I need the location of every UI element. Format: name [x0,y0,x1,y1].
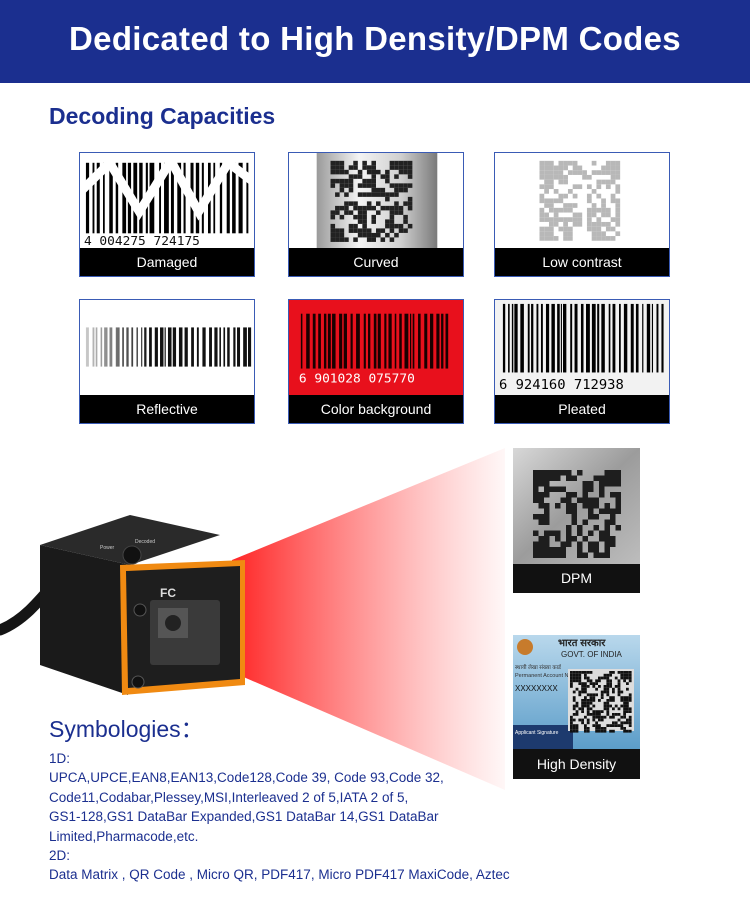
symbologies-1d-list: UPCA,UPCE,EAN8,EAN13,Code128,Code 39, Co… [49,768,444,846]
symbologies-2d-list: Data Matrix , QR Code , Micro QR, PDF417… [49,867,510,882]
card-line1: स्थायी लेखा संख्या कार्ड [515,664,562,671]
symbologies-1d-label: 1D: [49,751,71,766]
tile-damaged: 4 004275 724175 Damaged [79,152,255,277]
id-card-image: भारत सरकार GOVT. OF INDIA स्थायी लेखा सं… [513,635,640,749]
caption-curved: Curved [289,248,463,276]
caption-low-contrast: Low contrast [495,248,669,276]
decoding-capacities-title: Decoding Capacities [49,103,276,129]
device-label-power: Power [100,545,115,551]
caption-pleated: Pleated [495,395,669,423]
card-header-hindi: भारत सरकार [558,638,606,649]
symbologies-1d-line: GS1-128,GS1 DataBar Expanded,GS1 DataBar… [49,809,439,824]
card-number: XXXXXXXX [515,684,558,693]
device-label-decoded: Decoded [135,539,155,545]
curved-qr-image [289,153,463,248]
tile-curved: Curved [288,152,464,277]
symbologies-title: Symbologies： [49,716,204,742]
symbologies-1d-line: Code11,Codabar,Plessey,MSI,Interleaved 2… [49,789,409,805]
symbologies-2d-label: 2D: [49,848,71,863]
low-contrast-qr-image [495,153,669,248]
tile-pleated: 6 924160 712938 Pleated [494,299,670,424]
caption-high-density: High Density [513,749,640,779]
reflective-barcode-image [80,300,254,395]
tile-high-density: भारत सरकार GOVT. OF INDIA स्थायी लेखा सं… [513,635,640,779]
symbologies-1d-line: Limited,Pharmacode,etc. [49,828,199,844]
dpm-code-image [513,448,640,564]
card-line2: Permanent Account Number Card [515,673,598,679]
caption-color-background: Color background [289,395,463,423]
damaged-digits: 4 004275 724175 [84,234,200,248]
tile-dpm: DPM [513,448,640,593]
color-background-barcode-image: 6 901028 075770 [289,300,463,395]
tile-reflective: Reflective [79,299,255,424]
tile-low-contrast: Low contrast [494,152,670,277]
card-govt: GOVT. OF INDIA [561,650,623,659]
card-signature: Applicant Signature [515,730,559,736]
scanner-device: Power Decoded FC [0,515,245,695]
pleated-digits: 6 924160 712938 [499,377,624,393]
color-digits: 6 901028 075770 [299,371,415,386]
symbologies-1d-line: UPCA,UPCE,EAN8,EAN13,Code128,Code 39, Co… [49,770,444,785]
banner-title: Dedicated to High Density/DPM Codes [69,20,681,57]
caption-reflective: Reflective [80,395,254,423]
header-banner: Dedicated to High Density/DPM Codes [0,0,750,83]
damaged-barcode-image: 4 004275 724175 [80,153,254,248]
tile-color-background: 6 901028 075770 Color background [288,299,464,424]
caption-dpm: DPM [513,564,640,593]
device-mark: FC [160,586,176,600]
pleated-barcode-image: 6 924160 712938 [495,300,669,395]
caption-damaged: Damaged [80,248,254,276]
